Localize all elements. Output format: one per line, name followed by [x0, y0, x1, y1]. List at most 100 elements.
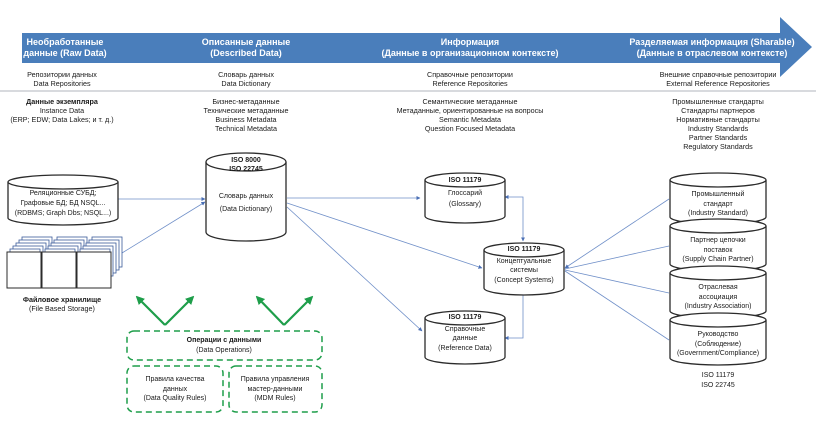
description-line: Данные экземпляра [26, 97, 98, 106]
stage-sharable-information: Разделяемая информация (Sharable) (Данны… [629, 37, 794, 59]
green-arrow-left-v [164, 295, 195, 326]
mdm-rules-box[interactable] [228, 365, 323, 413]
repo-label-ru: Внешние справочные репозитории [659, 70, 777, 79]
stage-subtitle: (Данные в организационном контексте) [381, 48, 559, 58]
node-line: (Data Operations) [196, 346, 252, 354]
description-semantic-metadata: Семантические метаданные Метаданные, ори… [397, 97, 544, 133]
node-line: (Industry Standard) [688, 210, 748, 217]
description-metadata: Бизнес-метаданные Технические метаданные… [203, 97, 288, 133]
repo-label-en: Reference Repositories [432, 79, 508, 88]
connector-files-dictionary [121, 201, 206, 254]
iso-standard-label: ISO 11179 [448, 177, 482, 184]
description-standards: Промышленные стандарты Стандарты партнер… [672, 97, 764, 151]
iso-standard-label: ISO 11179 [448, 314, 482, 321]
cylinder-supply-chain[interactable] [669, 218, 767, 272]
node-line: поставок [703, 246, 733, 254]
data-quality-rules-box[interactable] [126, 365, 224, 413]
node-line: Операции с данными [186, 337, 262, 344]
stage-title: Информация [440, 37, 500, 47]
iso-standard-label: ISO 11179 [701, 372, 735, 379]
data-dictionary-iso: ISO 8000 ISO 22745 [229, 156, 262, 174]
repo-label-ru: Репозитории данных [27, 70, 97, 79]
external-iso-label: ISO 11179 ISO 22745 [701, 371, 734, 390]
repo-label-data-repositories: Репозитории данных Data Repositories [27, 70, 97, 88]
connector-supply-concepts [564, 245, 670, 270]
description-line: Метаданные, ориентированные на вопросы [396, 106, 544, 115]
description-line: Semantic Metadata [439, 115, 501, 124]
data-operations-label: Операции с данными (Data Operations) [187, 336, 262, 355]
node-line: (Supply Chain Partner) [682, 256, 754, 263]
node-line: ассоциация [698, 293, 738, 301]
data-operations-box[interactable] [126, 330, 323, 361]
rdbms-label: Реляционные СУБД; Графовые БД; БД NSQL..… [15, 189, 111, 219]
node-line: мастер-данными [247, 385, 303, 393]
description-line: Industry Standards [687, 124, 749, 133]
node-line: (RDBMS; Graph Dbs; NSQL...) [14, 210, 112, 217]
node-line: Промышленный [691, 191, 745, 198]
description-line: Бизнес-метаданные [212, 97, 280, 106]
description-line: Технические метаданные [203, 106, 289, 115]
node-line: (Reference Data) [438, 344, 492, 352]
stage-raw-data: Необработанные данные (Raw Data) [23, 37, 106, 59]
node-line: Правила управления [240, 376, 310, 383]
data-dictionary-label: Словарь данных (Data Dictionary) [219, 190, 273, 216]
repo-label-data-dictionary: Словарь данных Data Dictionary [218, 70, 274, 88]
description-line: Стандарты партнеров [681, 106, 755, 115]
node-line: Концептуальные [496, 257, 552, 265]
file-storage-icon[interactable] [6, 236, 123, 289]
node-line: Глоссарий [447, 190, 483, 197]
file-stack [76, 236, 123, 289]
iso-standard-label: ISO 22745 [229, 166, 263, 173]
repo-label-reference-repositories: Справочные репозитории Reference Reposit… [427, 70, 513, 88]
node-line: (Data Dictionary) [219, 206, 273, 213]
industry-association-label: Отраслевая ассоциация (Industry Associat… [685, 283, 752, 312]
repo-label-ru: Справочные репозитории [427, 70, 513, 79]
cylinder-concept-systems[interactable] [483, 242, 565, 296]
supply-chain-label: Партнер цепочки поставок (Supply Chain P… [682, 236, 753, 265]
node-line: данных [162, 385, 188, 393]
stage-subtitle: данные (Raw Data) [23, 48, 107, 58]
cylinder-reference-data[interactable] [424, 310, 506, 365]
data-quality-rules-label: Правила качества данных (Data Quality Ru… [143, 375, 206, 404]
cylinder-rdbms[interactable] [7, 174, 119, 226]
cylinder-industry-standard[interactable] [669, 172, 767, 225]
repo-label-en: Data Dictionary [221, 79, 271, 88]
stage-information: Информация (Данные в организационном кон… [381, 37, 558, 59]
iso-standard-label: ISO 22745 [701, 381, 735, 389]
node-line: (MDM Rules) [254, 395, 296, 402]
cylinder-data-dictionary[interactable] [205, 152, 287, 242]
green-arrow-right-v [255, 295, 285, 326]
stage-title: Необработанные [26, 37, 104, 47]
connectors [118, 195, 670, 341]
stage-title: Описанные данные [201, 37, 291, 47]
cylinder-government[interactable] [669, 312, 767, 366]
cylinder-industry-association[interactable] [669, 265, 767, 319]
node-line: системы [510, 267, 538, 274]
node-line: (Government/Compliance) [676, 350, 760, 357]
stage-subtitle: (Described Data) [210, 48, 282, 58]
connector-government-concepts [564, 270, 670, 341]
node-line: данные [452, 335, 478, 342]
description-line: Instance Data [39, 106, 85, 115]
cylinder-glossary[interactable] [424, 172, 506, 224]
connector-dictionary-reference [286, 206, 423, 332]
description-line: Нормативные стандарты [676, 115, 760, 124]
description-line: Семантические метаданные [422, 97, 518, 106]
repo-label-external-reference-repositories: Внешние справочные репозитории External … [660, 70, 777, 88]
repo-label-en: External Reference Repositories [666, 79, 770, 88]
description-line: Промышленные стандарты [672, 97, 764, 106]
node-line: Графовые БД; БД NSQL... [20, 200, 106, 207]
reference-data-label: ISO 11179 Справочные данные (Reference D… [438, 313, 492, 353]
node-line: Партнер цепочки [690, 237, 746, 244]
stage-subtitle: (Данные в отраслевом контексте) [636, 48, 788, 58]
concept-systems-label: ISO 11179 Концептуальные системы (Concep… [494, 245, 554, 285]
stage-title: Разделяемая информация (Sharable) [629, 37, 795, 47]
repo-label-en: Data Repositories [33, 79, 91, 88]
file-storage-label: Файловое хранилище (File Based Storage) [23, 295, 101, 313]
node-line: Файловое хранилище [22, 295, 102, 304]
node-line: (Glossary) [448, 201, 482, 208]
repo-label-ru: Словарь данных [218, 70, 274, 79]
iso-standard-label: ISO 11179 [507, 246, 541, 253]
stage-described-data: Описанные данные (Described Data) [202, 37, 290, 59]
